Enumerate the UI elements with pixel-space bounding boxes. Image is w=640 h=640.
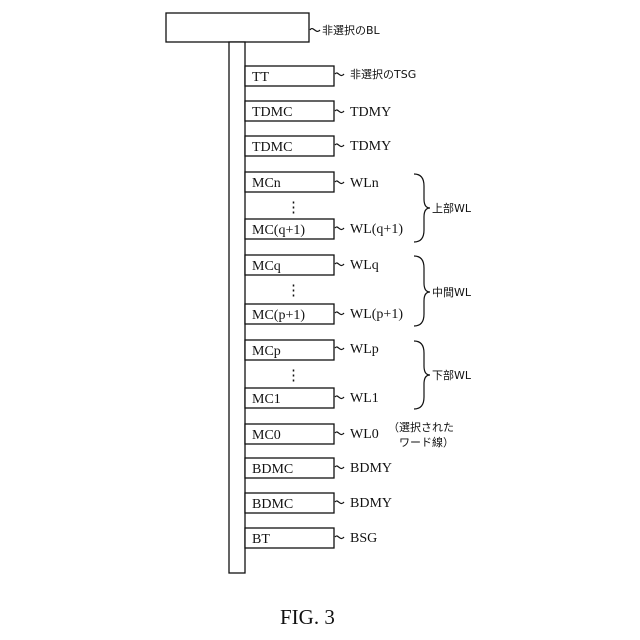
tilde-bdmc-1 (335, 466, 344, 469)
cell-row-tt: TT 非選択のTSG (245, 66, 416, 86)
tilde-mcq1 (335, 227, 344, 230)
line-label-wlq: WLq (350, 258, 379, 273)
cell-label-tdmc-2: TDMC (252, 140, 292, 155)
cell-row-mcp: MCp WLp (245, 340, 379, 360)
line-label-bdmy-2: BDMY (350, 496, 392, 511)
line-label-bsg: BSG (350, 531, 377, 546)
cell-label-bt: BT (252, 532, 270, 547)
ellipsis-upper: ⋮ (286, 200, 301, 216)
cell-label-bdmc-2: BDMC (252, 497, 293, 512)
line-label-wln: WLn (350, 176, 379, 191)
cell-label-mcn: MCn (252, 176, 281, 191)
line-label-tdmy-1: TDMY (350, 105, 391, 120)
selected-note-line1: （選択された (388, 420, 454, 434)
brace-lower-wl (414, 341, 430, 409)
line-label-wl1: WL1 (350, 391, 379, 406)
tilde-tdmc-2 (335, 144, 344, 147)
bit-line-box (166, 13, 309, 42)
group-label-upper-wl: 上部WL (432, 201, 472, 215)
ellipsis-middle: ⋮ (286, 283, 301, 299)
cell-row-mcp1: MC(p+1) WL(p+1) (245, 304, 403, 324)
cell-row-mcq: MCq WLq (245, 255, 379, 275)
bit-line-label: 非選択のBL (322, 23, 381, 37)
brace-upper-wl (414, 174, 430, 242)
cell-label-tt: TT (252, 70, 270, 85)
cell-row-mc0: MC0 WL0 (245, 424, 379, 444)
cell-row-bdmc-1: BDMC BDMY (245, 458, 392, 478)
tilde-bdmc-2 (335, 501, 344, 504)
cell-row-mcn: MCn WLn (245, 172, 379, 192)
cell-label-mcq1: MC(q+1) (252, 223, 305, 238)
line-label-wlq1: WL(q+1) (350, 222, 403, 237)
tilde-tt (335, 73, 344, 76)
cell-row-mcq1: MC(q+1) WL(q+1) (245, 219, 403, 239)
line-label-wlp: WLp (350, 342, 379, 357)
tilde-bt (335, 536, 344, 539)
line-label-bdmy-1: BDMY (350, 461, 392, 476)
line-label-wlp1: WL(p+1) (350, 307, 403, 322)
tilde-mcn (335, 181, 344, 184)
brace-middle-wl (414, 256, 430, 326)
tilde-tdmc-1 (335, 110, 344, 113)
cell-row-bdmc-2: BDMC BDMY (245, 493, 392, 513)
cell-row-bt: BT BSG (245, 528, 377, 548)
cell-label-mcp: MCp (252, 344, 281, 359)
tilde-mcq (335, 263, 344, 266)
line-label-tsg: 非選択のTSG (350, 67, 416, 81)
group-label-lower-wl: 下部WL (432, 368, 472, 382)
ellipsis-lower: ⋮ (286, 368, 301, 384)
line-label-wl0: WL0 (350, 427, 379, 442)
cell-row-mc1: MC1 WL1 (245, 388, 379, 408)
cell-label-mcq: MCq (252, 259, 281, 274)
channel-pillar (229, 42, 245, 573)
cell-label-bdmc-1: BDMC (252, 462, 293, 477)
cell-row-tdmc-2: TDMC TDMY (245, 136, 391, 156)
tilde-mcp (335, 347, 344, 350)
group-label-middle-wl: 中間WL (432, 286, 472, 299)
cell-label-mcp1: MC(p+1) (252, 308, 305, 323)
selected-note-line2: ワード線） (399, 435, 454, 449)
line-label-tdmy-2: TDMY (350, 139, 391, 154)
tilde-mcp1 (335, 312, 344, 315)
tilde-mc0 (335, 432, 344, 435)
cell-row-tdmc-1: TDMC TDMY (245, 101, 391, 121)
cell-label-tdmc-1: TDMC (252, 105, 292, 120)
tilde-mc1 (335, 396, 344, 399)
cell-label-mc1: MC1 (252, 392, 281, 407)
figure-caption: FIG. 3 (280, 605, 335, 629)
bit-line-tilde (310, 29, 320, 32)
cell-label-mc0: MC0 (252, 428, 281, 443)
